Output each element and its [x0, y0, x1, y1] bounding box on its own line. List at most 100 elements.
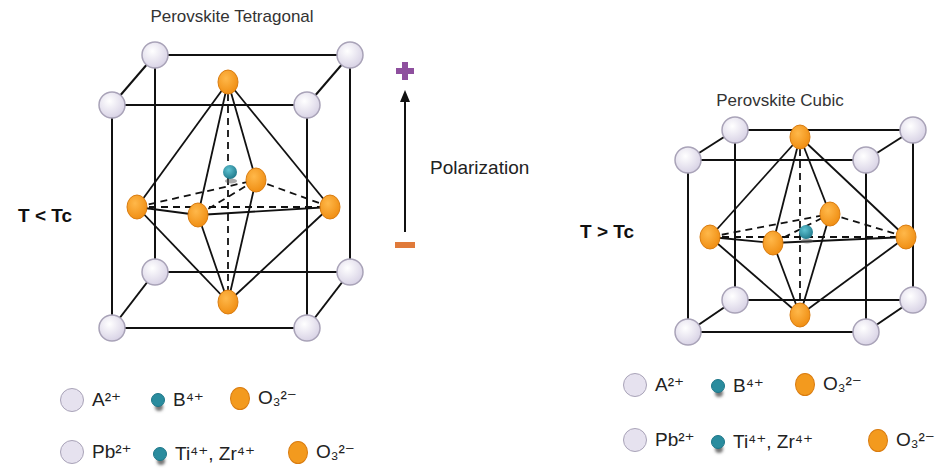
a-site-ion	[99, 92, 125, 118]
legend-swatch	[151, 393, 165, 407]
a-site-ion	[722, 287, 748, 313]
legend-text: Ti⁴⁺, Zr⁴⁺	[733, 432, 813, 453]
octahedron-edge	[228, 207, 330, 302]
legend-text: Pb²⁺	[655, 430, 695, 451]
cell-edge	[155, 271, 350, 273]
plus-sign	[396, 62, 414, 80]
legend-text: Ti⁴⁺, Zr⁴⁺	[175, 444, 255, 465]
a-site-ion	[294, 315, 320, 341]
octahedron-edge	[800, 137, 906, 237]
a-site-ion	[853, 147, 879, 173]
cell-edge	[154, 55, 156, 272]
legend-text: A²⁺	[92, 390, 121, 411]
octahedron-edge	[228, 180, 256, 302]
oxygen-ion	[218, 70, 238, 94]
legend-text: O₃²⁻	[258, 388, 297, 409]
oxygen-ion	[896, 225, 916, 249]
legend-text: O₃²⁻	[823, 374, 862, 395]
temperature-label: T > Tc	[580, 222, 634, 243]
polarization-arrow	[404, 100, 406, 232]
unit-cell	[99, 42, 363, 341]
arrow-head	[400, 90, 410, 102]
legend-swatch	[795, 373, 815, 396]
legend-swatch	[711, 379, 725, 393]
cell-edge	[111, 105, 113, 328]
octahedron-edge	[198, 207, 330, 215]
oxygen-ion	[763, 231, 783, 255]
cell-edge	[112, 327, 307, 329]
legend-swatch	[868, 429, 888, 452]
octahedron-edge	[800, 237, 906, 315]
oxygen-ion	[790, 303, 810, 327]
a-site-ion	[675, 319, 701, 345]
oxygen-ion	[790, 125, 810, 149]
octahedron-edge	[228, 82, 256, 180]
cell-edge	[688, 331, 866, 333]
legend-text: O₃²⁻	[316, 442, 355, 463]
octahedron-edge	[799, 137, 801, 315]
a-site-ion	[337, 259, 363, 285]
cell-title: Perovskite Cubic	[716, 92, 844, 111]
b-site-ion	[223, 165, 237, 179]
legend-text: Pb²⁺	[92, 442, 132, 463]
oxygen-ion	[127, 195, 147, 219]
oxygen-ion	[320, 195, 340, 219]
a-site-ion	[142, 42, 168, 68]
cell-edge	[735, 299, 913, 301]
ion-shadow	[801, 239, 813, 244]
legend-swatch	[60, 388, 84, 412]
a-site-ion	[722, 117, 748, 143]
oxygen-ion	[820, 202, 840, 226]
oxygen-ion	[246, 168, 266, 192]
cell-edge	[687, 160, 689, 332]
a-site-ion	[675, 147, 701, 173]
cell-edge	[735, 129, 913, 131]
b-site-ion	[799, 225, 813, 239]
octahedron-edge	[227, 82, 229, 302]
cell-edge	[734, 130, 736, 300]
octahedron-edge	[800, 214, 830, 315]
a-site-ion	[337, 42, 363, 68]
legend-text: A²⁺	[655, 375, 684, 396]
octahedron-edge	[773, 137, 800, 243]
octahedron-edge	[800, 137, 830, 214]
a-site-ion	[294, 92, 320, 118]
legend-swatch	[230, 387, 250, 410]
cell-title: Perovskite Tetragonal	[150, 8, 313, 27]
a-site-ion	[900, 117, 926, 143]
a-site-ion	[853, 319, 879, 345]
cell-edge	[349, 55, 351, 272]
legend-swatch	[623, 428, 647, 452]
oxygen-ion	[218, 290, 238, 314]
temperature-label: T < Tc	[18, 206, 72, 227]
ion-shadow	[225, 179, 237, 184]
legend-text: B⁴⁺	[173, 390, 204, 411]
minus-sign	[395, 242, 415, 248]
unit-cell	[675, 117, 926, 345]
octahedron-edge	[710, 237, 800, 315]
octahedron-edge	[198, 215, 228, 302]
cell-edge	[112, 104, 307, 106]
legend-swatch	[623, 373, 647, 397]
legend-swatch	[711, 435, 725, 449]
oxygen-ion	[700, 225, 720, 249]
legend-swatch	[288, 441, 308, 464]
legend-swatch	[153, 447, 167, 461]
polarization-label: Polarization	[430, 158, 529, 179]
legend-text: B⁴⁺	[733, 376, 764, 397]
a-site-ion	[99, 315, 125, 341]
octahedron-edge	[773, 237, 906, 243]
cell-edge	[155, 54, 350, 56]
cell-edge	[688, 159, 866, 161]
a-site-ion	[142, 259, 168, 285]
a-site-ion	[900, 287, 926, 313]
cell-edge	[865, 160, 867, 332]
legend-swatch	[60, 440, 84, 464]
octahedron-edge	[137, 206, 330, 208]
octahedron-edge	[228, 82, 330, 207]
oxygen-ion	[188, 203, 208, 227]
octahedron-edge	[198, 82, 228, 215]
octahedron-edge	[137, 207, 228, 302]
